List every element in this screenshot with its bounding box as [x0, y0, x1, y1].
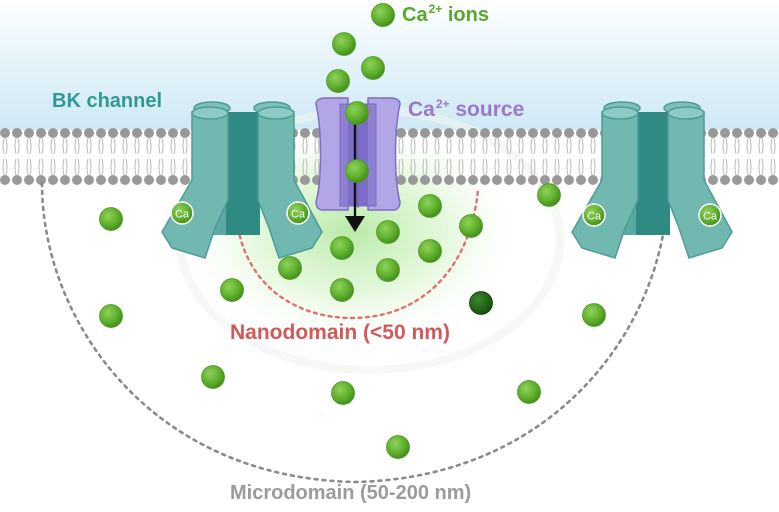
ca-ion-icon	[331, 381, 355, 405]
ca-ion-icon	[386, 435, 410, 459]
ca-ion-icon	[330, 236, 354, 260]
ca-ion-icon	[99, 207, 123, 231]
ca-ion-icon	[418, 239, 442, 263]
ca-ion-icon	[330, 278, 354, 302]
microdomain-boundary	[40, 181, 670, 484]
nanodomain-boundary	[236, 188, 480, 320]
ca-ion-icon	[517, 380, 541, 404]
svg-text:Ca: Ca	[175, 209, 190, 221]
ca-ion-icon	[371, 3, 395, 27]
ca-ion-group	[99, 3, 606, 459]
bk-channel-label: BK channel	[52, 90, 163, 112]
svg-text:Ca: Ca	[703, 211, 718, 223]
ca-ion-icon	[459, 214, 483, 238]
bound-ca-right-a: Ca	[582, 203, 606, 227]
bound-ca-left-a: Ca	[170, 201, 194, 225]
ca-ion-icon	[361, 56, 385, 80]
ca-ion-icon	[376, 258, 400, 282]
bound-ca-left-b: Ca	[286, 201, 310, 225]
ca-ion-icon	[326, 69, 350, 93]
ca-ion-icon	[99, 304, 123, 328]
ca-ion-icon-dark	[469, 291, 493, 315]
ca-ion-icon	[345, 159, 369, 183]
ca-ion-icon	[418, 194, 442, 218]
ca-ion-icon	[582, 303, 606, 327]
svg-text:Ca: Ca	[291, 209, 306, 221]
nanodomain-label: Nanodomain (<50 nm)	[230, 321, 450, 344]
ca-ion-icon	[376, 220, 400, 244]
microdomain-label: Microdomain (50-200 nm)	[230, 482, 472, 504]
ca-ion-icon	[345, 101, 369, 125]
ca-ion-icon	[201, 365, 225, 389]
bound-ca-right-b: Ca	[698, 203, 722, 227]
ca-ion-icon	[332, 32, 356, 56]
ca-ion-icon	[278, 256, 302, 280]
ca-ion-icon	[537, 183, 561, 207]
ca-ions-label: Ca2+ ions	[402, 2, 489, 26]
svg-text:Ca: Ca	[587, 211, 602, 223]
ca-ion-icon	[220, 278, 244, 302]
ca-source-label: Ca2+ source	[408, 97, 525, 121]
